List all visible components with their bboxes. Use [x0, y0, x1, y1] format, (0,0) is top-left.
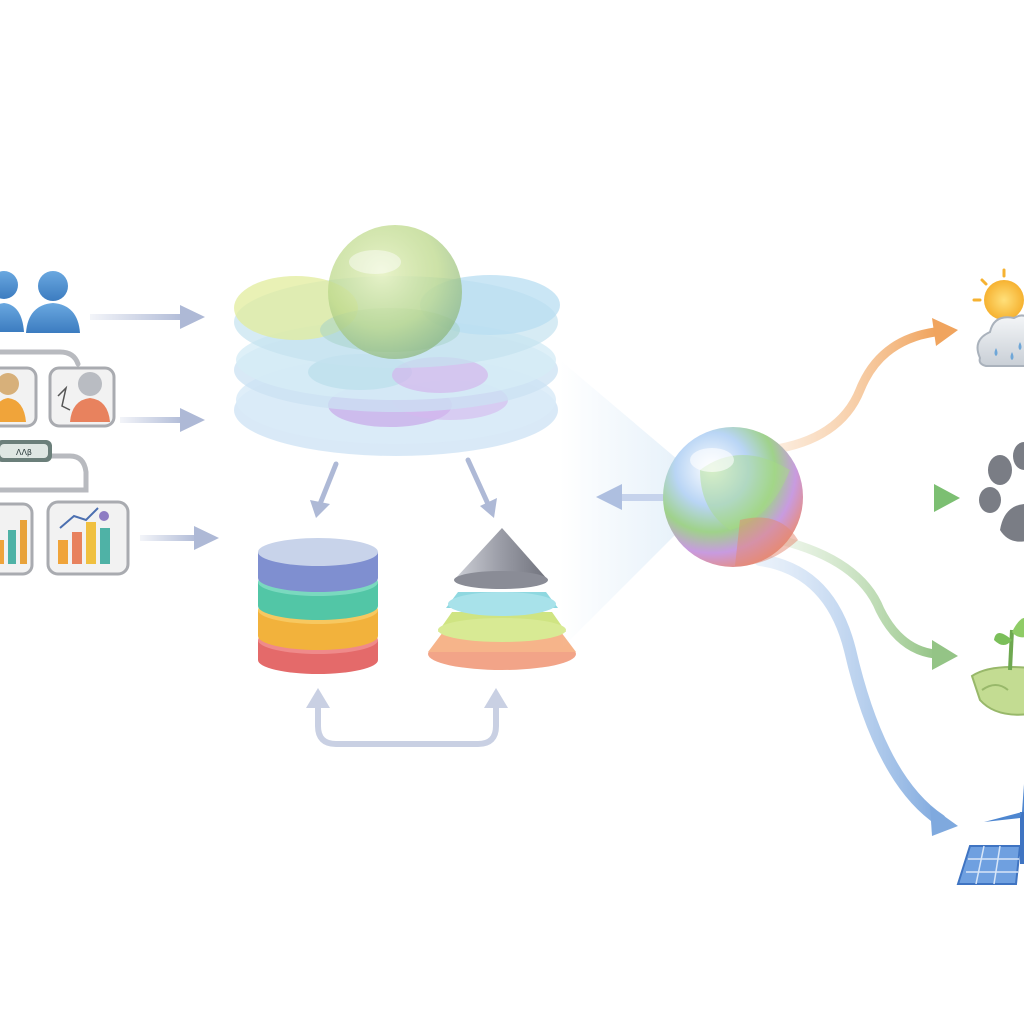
hub-sphere-icon	[663, 427, 803, 567]
hub-back-arrow	[596, 484, 670, 510]
user-card-right	[48, 366, 116, 428]
arrowhead-orange	[932, 318, 958, 346]
tree-connectors	[0, 349, 89, 493]
plant-icon	[970, 617, 1024, 716]
chart-card-left	[0, 502, 34, 576]
small-badge: ΛΛβ	[0, 440, 52, 462]
arrowhead-light-green	[932, 640, 958, 670]
loop-arrowhead-left	[306, 688, 330, 708]
paw-icon	[979, 442, 1024, 542]
output-arrows	[754, 327, 946, 826]
sun-cloud-rain-icon	[972, 268, 1024, 367]
database-stack-icon	[258, 538, 378, 674]
arrowhead-green	[934, 484, 960, 512]
input-arrows	[90, 305, 219, 550]
feedback-loop-arrow	[315, 701, 499, 747]
chart-card-right	[46, 500, 130, 576]
pyramid-icon	[428, 528, 576, 670]
sphere-icon	[328, 225, 462, 359]
loop-arrowhead-right	[484, 688, 508, 708]
user-card-left	[0, 366, 38, 428]
down-arrows	[310, 457, 497, 518]
light-beam	[560, 360, 690, 650]
solar-wind-icon	[956, 784, 1024, 885]
badge-text: ΛΛβ	[16, 448, 32, 457]
arrowhead-blue	[930, 806, 958, 836]
stacked-layers-icon	[234, 275, 560, 456]
users-icon	[0, 271, 80, 333]
